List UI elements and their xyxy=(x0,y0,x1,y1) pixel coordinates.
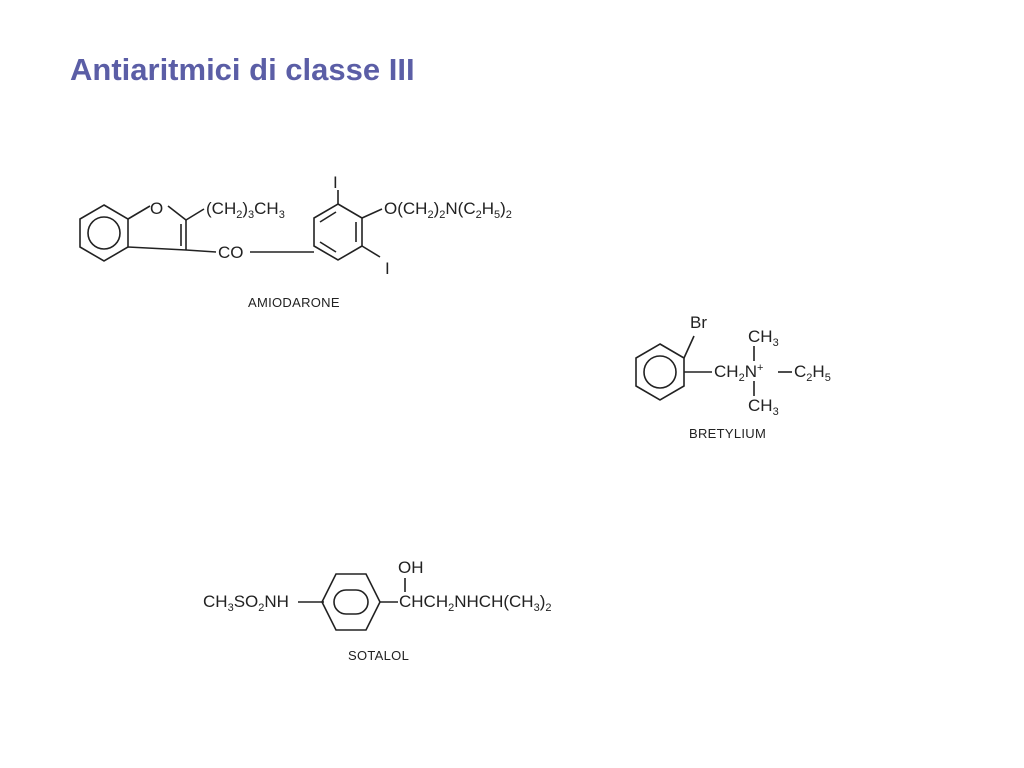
bretylium-methylene-label: CH2N+ xyxy=(714,362,763,384)
amiodarone-iodine-bottom: I xyxy=(385,259,390,278)
bretylium-ethyl-label: C2H5 xyxy=(794,362,831,384)
sotalol-phenyl-ring xyxy=(321,573,381,631)
bretylium-caption: BRETYLIUM xyxy=(689,426,766,441)
amiodarone-ring-oxygen: O xyxy=(150,199,163,218)
amiodarone-caption: AMIODARONE xyxy=(248,295,340,310)
bretylium-bromine-bond xyxy=(683,335,695,359)
amiodarone-ether-bond xyxy=(361,208,383,219)
sotalol-structure: CH3SO2NH OH CHCH2NHCH(CH3)2 SOTALOL xyxy=(203,558,551,663)
bretylium-methyl-top: CH3 xyxy=(748,327,779,349)
amiodarone-ether-chain-label: O(CH2)2N(C2H5)2 xyxy=(384,199,512,221)
sotalol-sulfonamide-label: CH3SO2NH xyxy=(203,592,289,614)
amiodarone-phenyl-double-bond xyxy=(319,241,337,253)
sotalol-side-chain-label: CHCH2NHCH(CH3)2 xyxy=(399,592,551,614)
slide-title: Antiaritmici di classe III xyxy=(70,52,415,87)
amiodarone-phenyl-ring xyxy=(313,203,363,261)
amiodarone-benzo-ring xyxy=(79,204,129,262)
amiodarone-carbonyl-bond xyxy=(185,249,217,253)
amiodarone-butyl-label: (CH2)3CH3 xyxy=(206,199,285,221)
amiodarone-structure: O (CH2)3CH3 CO I I O(CH2)2N(C2H5)2 AMIOD… xyxy=(79,173,512,310)
sotalol-caption: SOTALOL xyxy=(348,648,409,663)
amiodarone-furan-bond xyxy=(127,246,187,251)
bretylium-aromatic-circle xyxy=(643,355,677,389)
sotalol-hydroxyl: OH xyxy=(398,558,424,577)
amiodarone-furan-bond xyxy=(127,205,151,220)
sotalol-aromatic-ring xyxy=(333,589,369,615)
bretylium-bromine: Br xyxy=(690,313,707,332)
amiodarone-iodine-top: I xyxy=(333,173,338,192)
amiodarone-benzo-aromatic-circle xyxy=(87,216,121,250)
amiodarone-phenyl-double-bond xyxy=(319,211,337,223)
amiodarone-butyl-bond xyxy=(185,208,205,221)
bretylium-structure: Br CH2N+ CH3 CH3 C2H5 BRETYLIUM xyxy=(635,313,831,441)
amiodarone-iodine-bond xyxy=(361,245,381,258)
bretylium-methyl-bottom: CH3 xyxy=(748,396,779,418)
amiodarone-furan-bond xyxy=(167,205,187,221)
amiodarone-carbonyl-label: CO xyxy=(218,243,244,262)
